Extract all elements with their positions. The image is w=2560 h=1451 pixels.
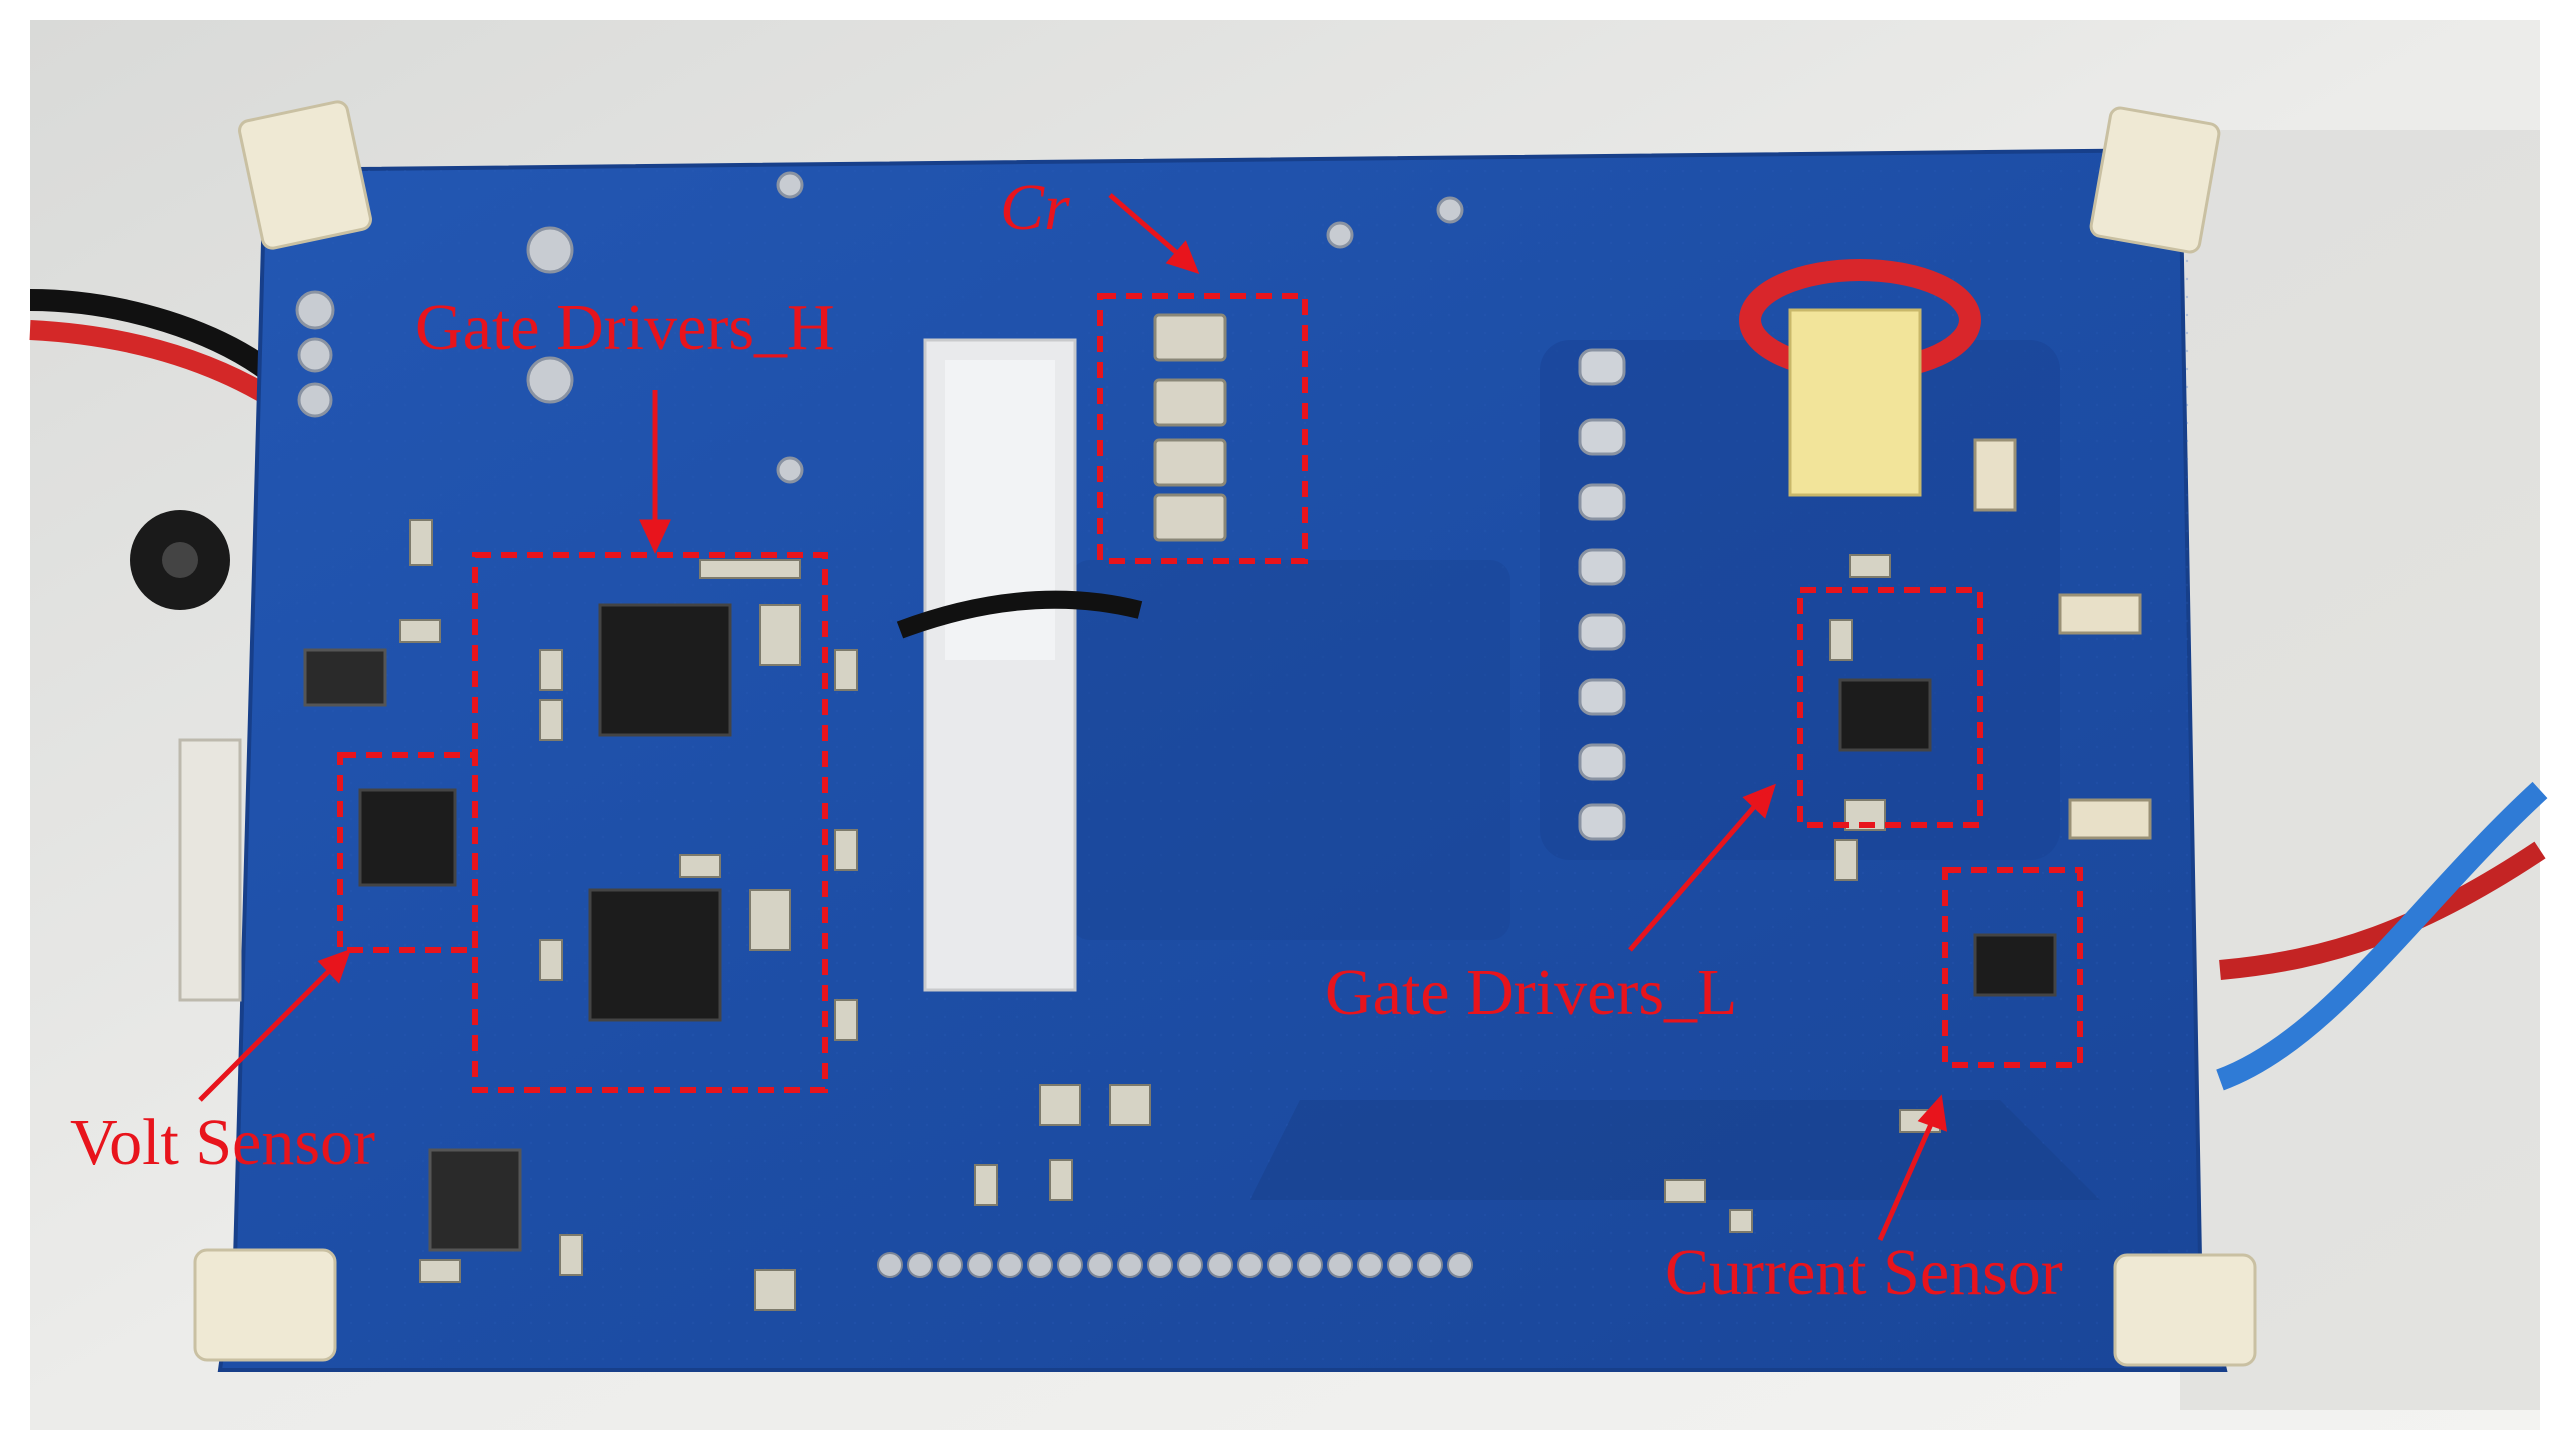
arrow-volt-sensor [198,963,337,1102]
arrow-gate-drivers-l [1628,798,1762,952]
ic-u1 [358,788,457,887]
wire-blue-right [2216,781,2548,1091]
wire-black-left [29,289,288,389]
vias [295,171,1464,484]
regulator-u7 [303,648,387,707]
label-volt-sensor: Volt Sensor [70,1106,375,1179]
label-gate-drivers-l: Gate Drivers_L [1325,956,1738,1029]
connector-left [178,738,242,1002]
inductor-core [1788,308,1922,497]
box-cr [1097,293,1308,564]
resonant-capacitors [1153,313,1227,542]
wire-red-right [2219,841,2546,980]
standoff-bottom-left [193,1248,337,1362]
ic-u3 [598,603,732,737]
standoff-top-left [238,100,372,250]
label-gate-drivers-h: Gate Drivers_H [415,291,835,364]
ic-u2 [588,888,722,1022]
box-volt-sensor [337,752,478,953]
standoff-bottom-right [2113,1253,2257,1367]
label-cr: Cr [1000,171,1070,244]
capacitor-c5 [2058,593,2142,635]
pin-header-bottom [877,1252,1473,1278]
arrow-cr [1108,193,1187,262]
arrow-current-sensor [1877,1113,1938,1242]
capacitor-c7 [1973,438,2017,512]
standoff-top-right [2089,106,2221,254]
ic-uj1 [1973,933,2057,997]
label-current-sensor: Current Sensor [1665,1236,2063,1309]
pad-column-right [1578,348,1626,841]
regulator-u6 [428,1148,522,1252]
wire-red-left [29,320,281,409]
box-current-sensor [1942,867,2083,1068]
ic-u4 [1838,678,1932,752]
box-gate-drivers-l [1797,587,1983,828]
capacitor-c4 [2068,798,2152,840]
